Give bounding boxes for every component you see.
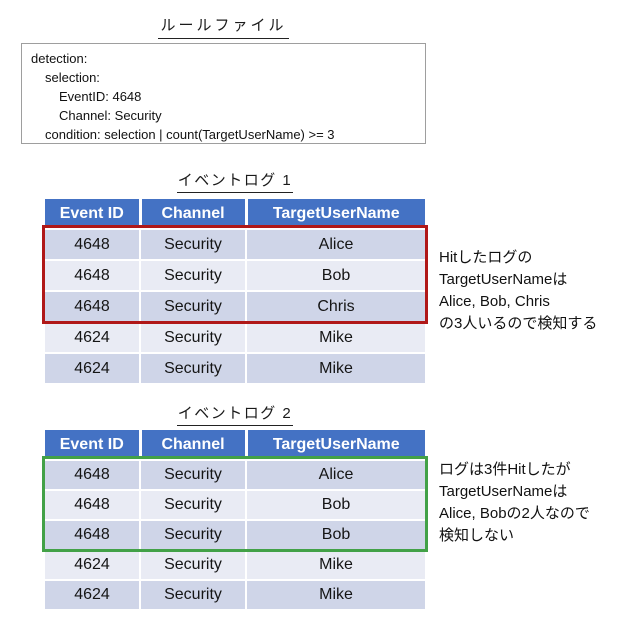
annotation-line: TargetUserNameは	[439, 483, 568, 500]
table-cell: 4648	[45, 228, 140, 260]
column-header-channel: Channel	[138, 430, 246, 460]
annotation-line: Alice, Bobの2人なので	[439, 505, 590, 522]
table-cell: Bob	[245, 259, 425, 291]
rule-line-eventid: EventID: 4648	[59, 89, 142, 104]
table-row: 4648 Security Alice	[45, 228, 425, 260]
table-cell: Security	[139, 549, 246, 580]
event-log-1-table: Event ID Channel TargetUserName 4648 Sec…	[45, 199, 425, 383]
table-cell: Security	[139, 259, 246, 291]
rule-file-title-text: ルールファイル	[158, 14, 289, 39]
table-cell: Bob	[245, 489, 425, 520]
table-cell: 4648	[45, 519, 140, 550]
table-header-row: Event ID Channel TargetUserName	[45, 199, 425, 229]
annotation-line: Hitしたログの	[439, 249, 533, 266]
event-log-1-caption-text: イベントログ 1	[176, 169, 294, 193]
table-row: 4624 Security Mike	[45, 579, 425, 609]
column-header-channel: Channel	[138, 199, 246, 229]
table-cell: Mike	[245, 352, 425, 383]
table-cell: Security	[139, 459, 246, 490]
table-cell: Bob	[245, 519, 425, 550]
event-log-1-caption: イベントログ 1	[45, 169, 425, 193]
table-cell: Security	[139, 489, 246, 520]
table-cell: 4624	[45, 321, 140, 353]
table-cell: 4648	[45, 489, 140, 520]
table-cell: Mike	[245, 321, 425, 353]
table-cell: Security	[139, 321, 246, 353]
table-cell: Security	[139, 352, 246, 383]
table-cell: Mike	[245, 549, 425, 580]
column-header-event-id: Event ID	[45, 199, 140, 229]
table-cell: Chris	[245, 290, 425, 322]
rule-line-selection: selection:	[45, 70, 100, 85]
table-cell: Alice	[245, 228, 425, 260]
table-cell: 4624	[45, 549, 140, 580]
event-log-2-table: Event ID Channel TargetUserName 4648 Sec…	[45, 430, 425, 609]
event-log-2-annotation: ログは3件Hitしたが TargetUserNameは Alice, Bobの2…	[439, 459, 643, 547]
annotation-line: 検知しない	[439, 527, 515, 544]
table-cell: 4624	[45, 579, 140, 609]
rule-file-title: ルールファイル	[21, 14, 426, 39]
annotation-line: Alice, Bob, Chris	[439, 293, 550, 310]
table-cell: Security	[139, 579, 246, 609]
table-row: 4648 Security Alice	[45, 459, 425, 490]
rule-file-box: detection: selection: EventID: 4648 Chan…	[21, 43, 426, 144]
table-cell: Security	[139, 228, 246, 260]
table-row: 4648 Security Chris	[45, 290, 425, 322]
table-cell: 4648	[45, 459, 140, 490]
column-header-targetusername: TargetUserName	[244, 430, 425, 460]
annotation-line: TargetUserNameは	[439, 271, 568, 288]
column-header-targetusername: TargetUserName	[244, 199, 425, 229]
column-header-event-id: Event ID	[45, 430, 140, 460]
table-cell: Security	[139, 290, 246, 322]
table-row: 4624 Security Mike	[45, 321, 425, 353]
event-log-2-caption: イベントログ 2	[45, 402, 425, 426]
table-row: 4624 Security Mike	[45, 549, 425, 580]
table-cell: Security	[139, 519, 246, 550]
table-row: 4624 Security Mike	[45, 352, 425, 383]
table-header-row: Event ID Channel TargetUserName	[45, 430, 425, 460]
table-cell: Mike	[245, 579, 425, 609]
rule-line-detection: detection:	[31, 51, 88, 66]
table-cell: 4648	[45, 259, 140, 291]
event-log-2-caption-text: イベントログ 2	[176, 402, 294, 426]
table-row: 4648 Security Bob	[45, 519, 425, 550]
table-row: 4648 Security Bob	[45, 489, 425, 520]
annotation-line: の3人いるので検知する	[439, 315, 598, 332]
rule-line-channel: Channel: Security	[59, 108, 162, 123]
annotation-line: ログは3件Hitしたが	[439, 461, 571, 478]
table-row: 4648 Security Bob	[45, 259, 425, 291]
table-cell: 4648	[45, 290, 140, 322]
table-cell: 4624	[45, 352, 140, 383]
rule-line-condition: condition: selection | count(TargetUserN…	[45, 127, 335, 142]
table-cell: Alice	[245, 459, 425, 490]
event-log-1-annotation: Hitしたログの TargetUserNameは Alice, Bob, Chr…	[439, 247, 643, 335]
